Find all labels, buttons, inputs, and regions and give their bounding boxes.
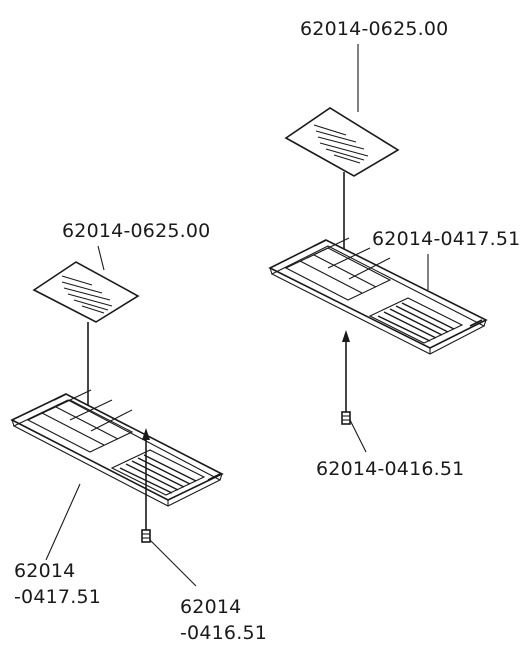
leader-screw-upper <box>349 419 367 453</box>
part-number-screw-lower-line1: 62014 <box>180 596 242 618</box>
label-plate-lower <box>32 261 140 323</box>
label-plate-upper <box>284 107 400 177</box>
part-number-screw-upper: 62014-0416.51 <box>316 458 465 480</box>
arrowhead-up-upper <box>342 330 350 342</box>
part-number-frame-lower-line1: 62014 <box>14 560 76 582</box>
assembly-lower-left <box>10 245 224 587</box>
part-number-label-plate-lower: 62014-0625.00 <box>62 220 211 242</box>
holder-frame-lower <box>10 389 224 507</box>
part-number-label-plate-upper: 62014-0625.00 <box>300 18 449 40</box>
screw-lower <box>141 529 151 543</box>
part-number-frame-upper: 62014-0417.51 <box>372 228 521 250</box>
holder-frame-upper <box>268 237 488 355</box>
assembly-upper-right <box>268 44 488 453</box>
leader-top-lower <box>97 245 105 271</box>
part-number-screw-lower-line2: -0416.51 <box>180 622 268 644</box>
part-number-frame-lower-line2: -0417.51 <box>14 586 102 608</box>
arrowhead-up-lower <box>142 428 150 440</box>
leader-screw-lower <box>149 539 197 587</box>
screw-upper <box>341 411 351 425</box>
leader-frame-lower <box>45 483 81 561</box>
